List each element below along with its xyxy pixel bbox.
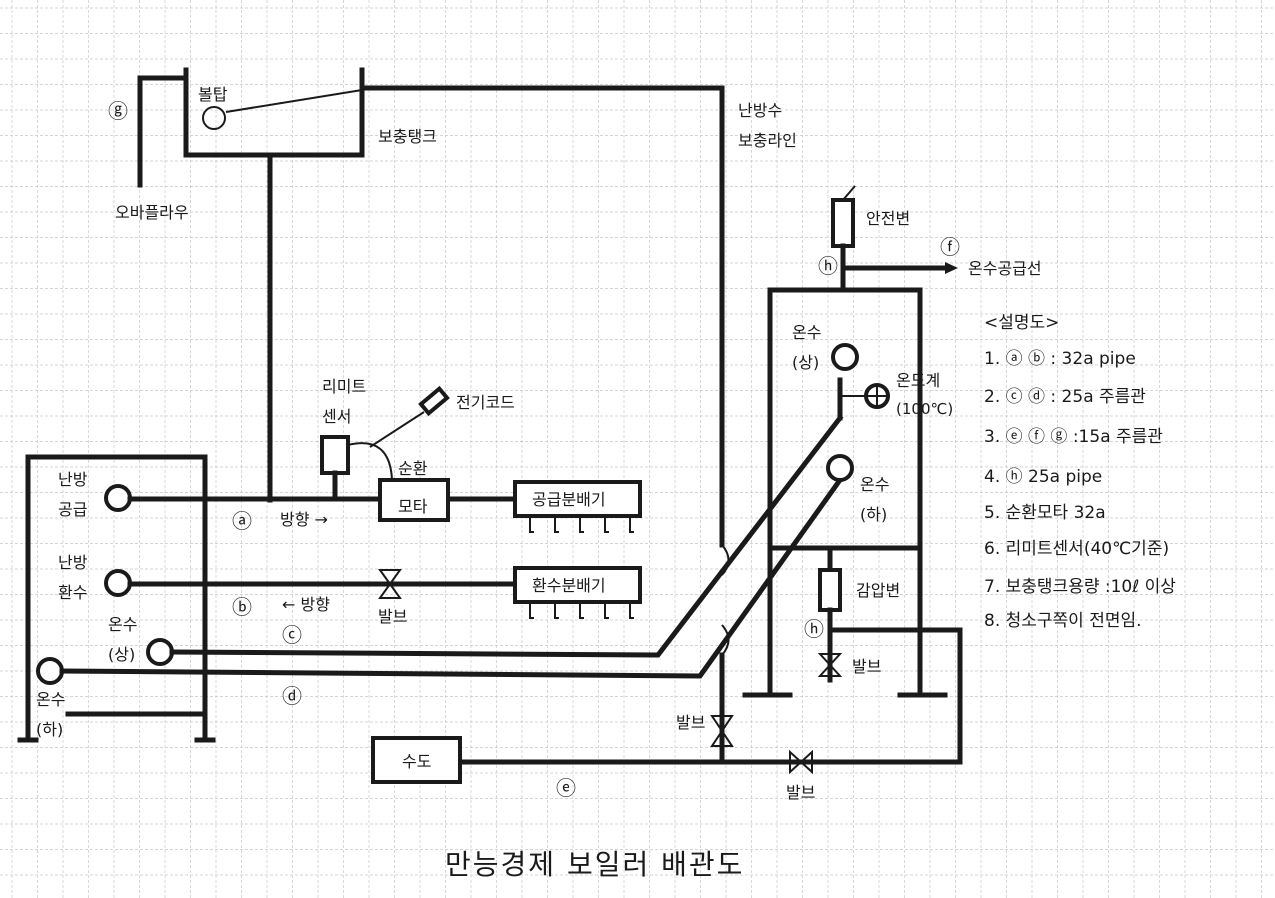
limit-label-2: 센서	[322, 407, 351, 426]
heat-supply-label-1: 난방	[58, 470, 88, 489]
valve-left-icon	[710, 715, 734, 747]
legend-item-7: 7. 보충탱크용량 :10ℓ 이상	[984, 577, 1176, 597]
boiler-hot-low-label-2: (하)	[860, 505, 887, 524]
supply-manifold-outlets	[529, 516, 634, 533]
hot-up-label-2: (상)	[108, 645, 135, 664]
legend-item-6: 6. 리미트센서(40℃기준)	[984, 539, 1169, 559]
pump-label-1: 순환	[398, 459, 428, 478]
hot-lower-port-icon	[36, 657, 64, 685]
mark-d: ⓓ	[282, 684, 302, 708]
return-manifold-outlets	[529, 602, 634, 619]
mark-b: ⓑ	[232, 595, 252, 619]
mark-f: ⓕ	[940, 235, 960, 259]
overflow-label: 오바플라우	[115, 203, 189, 222]
hot-upper-port-icon	[146, 638, 174, 666]
direction-a-label: 방향 →	[280, 510, 328, 529]
makeup-tank	[183, 67, 365, 158]
legend-item-4: 4. ⓗ 25a pipe	[984, 467, 1102, 487]
mark-c: ⓒ	[282, 623, 302, 647]
mark-h-top: ⓗ	[818, 254, 838, 278]
power-cord-wire	[369, 411, 425, 448]
pressure-valve-label: 감압변	[856, 581, 900, 600]
return-manifold	[513, 566, 642, 604]
legend-item-3: 3. ⓔ ⓕ ⓖ :15a 주름관	[984, 427, 1163, 447]
valve-h-label: 발브	[852, 657, 881, 676]
mark-g: ⓖ	[108, 99, 128, 123]
heat-return-port-icon	[104, 569, 132, 597]
sensor-wire	[347, 442, 393, 481]
circulation-pump	[378, 478, 450, 522]
hot-line-c	[169, 414, 844, 658]
limit-label-1: 리미트	[322, 377, 366, 396]
hot-line-d	[59, 476, 844, 679]
boiler-hot-lower-icon	[826, 454, 854, 482]
boiler-hot-up-label-1: 온수	[792, 323, 821, 342]
boiler-hot-low-label-1: 온수	[860, 475, 889, 494]
legend-item-2: 2. ⓒ ⓓ : 25a 주름관	[984, 387, 1146, 407]
boiler-hot-upper-icon	[831, 343, 859, 371]
direction-b-label: ← 방향	[282, 595, 330, 614]
valve-left-label: 발브	[676, 713, 705, 732]
makeup-line-label-1: 난방수	[738, 101, 782, 120]
legend-item-5: 5. 순환모타 32a	[984, 503, 1106, 523]
mark-a: ⓐ	[232, 509, 252, 533]
ball-tap-label: 볼탑	[198, 85, 228, 104]
power-cord-label: 전기코드	[456, 393, 515, 412]
makeup-tank-label: 보충탱크	[378, 127, 437, 146]
valve-bottom-label: 발브	[786, 783, 815, 802]
left-boiler-frame	[25, 454, 208, 743]
hot-supply-line-label: 온수공급선	[968, 259, 1042, 278]
arrow-right-icon	[945, 262, 958, 274]
hot-low-label-1: 온수	[36, 690, 65, 709]
overflow-pipe	[137, 75, 189, 188]
makeup-line-label-2: 보충라인	[738, 131, 797, 150]
pressure-reducing-valve	[818, 568, 842, 612]
thermometer-label-2: (100℃)	[896, 400, 953, 418]
pump-label-2: 모타	[398, 497, 428, 516]
heat-supply-port-icon	[104, 484, 132, 512]
safety-valve-label: 안전변	[866, 209, 910, 228]
legend: <설명도> 1. ⓐ ⓑ : 32a pipe 2. ⓒ ⓓ : 25a 주름관…	[984, 313, 1176, 631]
return-valve-icon	[378, 569, 402, 599]
thermometer-label-1: 온도계	[896, 371, 940, 390]
mark-h-mid: ⓗ	[804, 617, 824, 641]
return-manifold-label: 환수분배기	[532, 576, 606, 595]
boiler-hot-up-label-2: (상)	[792, 353, 819, 372]
water-main-label: 수도	[402, 752, 431, 771]
valve-h-icon	[817, 653, 843, 677]
makeup-line	[359, 85, 725, 548]
hot-up-label-1: 온수	[108, 615, 137, 634]
limit-sensor	[320, 435, 350, 475]
return-valve-label: 발브	[378, 607, 407, 626]
water-main-box	[371, 736, 462, 784]
heat-return-label-1: 난방	[58, 553, 88, 572]
heat-supply-label-2: 공급	[58, 500, 87, 519]
mark-e: ⓔ	[556, 776, 576, 800]
safety-valve	[831, 198, 855, 248]
supply-manifold-label: 공급분배기	[532, 490, 606, 509]
diagram-title: 만능경제 보일러 배관도	[445, 848, 744, 881]
plug-icon	[418, 385, 450, 417]
heat-return-label-2: 환수	[58, 583, 87, 602]
legend-heading: <설명도>	[984, 313, 1059, 333]
hot-low-label-2: (하)	[36, 720, 63, 739]
legend-item-8: 8. 청소구쪽이 전면임.	[984, 611, 1142, 631]
valve-bottom-icon	[789, 749, 813, 775]
legend-item-1: 1. ⓐ ⓑ : 32a pipe	[984, 349, 1136, 369]
supply-manifold	[513, 480, 642, 518]
ball-tap-icon	[202, 106, 226, 130]
water-line-e	[457, 627, 963, 765]
